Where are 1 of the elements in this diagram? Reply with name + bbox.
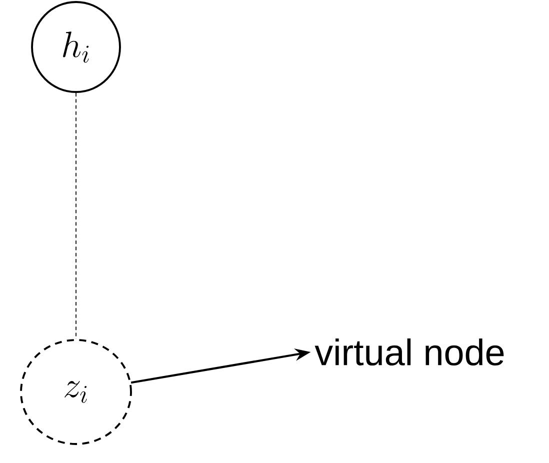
node-label: virtual node: [314, 338, 504, 366]
